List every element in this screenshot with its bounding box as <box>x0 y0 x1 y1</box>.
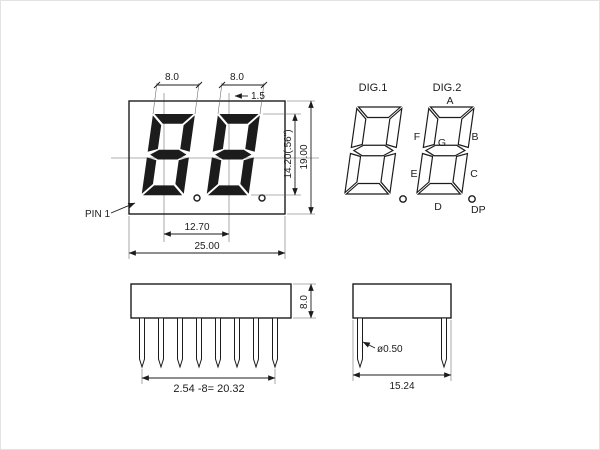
segment-e-label: E <box>410 168 417 180</box>
pin <box>253 317 259 368</box>
pin <box>215 317 221 368</box>
dig1-label: DIG.1 <box>359 82 388 94</box>
segment-c-label: C <box>470 168 478 180</box>
side-view-dimensions: 8.0 2.54 -8= 20.32 <box>141 283 316 395</box>
dim-digit-height: 14.20(.56") <box>283 129 294 178</box>
dim-body-height: 19.00 <box>299 144 310 169</box>
digit-1 <box>141 114 195 196</box>
dig2-dp-circle <box>468 195 476 203</box>
pin <box>158 317 164 368</box>
pin <box>139 317 145 368</box>
display-body <box>128 100 286 215</box>
dim-seg-width-right: 8.0 <box>230 72 244 83</box>
pin <box>357 317 363 368</box>
front-view: 8.0 8.0 1.5 14.20(.56") 19.00 12.70 25.0… <box>85 72 319 259</box>
pin <box>272 317 278 368</box>
dim-body-width: 25.00 <box>194 241 219 252</box>
end-view-body <box>352 283 452 319</box>
segment-dp-label: DP <box>471 204 486 216</box>
front-view-dimensions: 8.0 8.0 1.5 14.20(.56") 19.00 12.70 25.0… <box>85 72 315 259</box>
side-view-body <box>130 283 292 319</box>
segment-g-label: G <box>438 137 446 149</box>
dig2-segments <box>416 106 475 195</box>
dim-gap: 1.5 <box>251 91 265 102</box>
side-view: 8.0 2.54 -8= 20.32 <box>130 283 316 395</box>
dim-seg-width-left: 8.0 <box>165 72 179 83</box>
dim-end-width: 15.24 <box>389 381 414 392</box>
dim-digit-pitch: 12.70 <box>184 222 209 233</box>
end-view-pins <box>357 317 447 368</box>
pin <box>196 317 202 368</box>
segment-b-label: B <box>471 131 478 143</box>
decimal-point-2 <box>258 194 266 202</box>
pin <box>234 317 240 368</box>
segment-f-label: F <box>414 131 420 143</box>
segment-a-label: A <box>446 95 453 107</box>
dim-side-height: 8.0 <box>299 295 310 309</box>
side-view-pins <box>139 317 278 368</box>
decimal-point-1 <box>193 194 201 202</box>
digit-2 <box>206 114 260 196</box>
pin <box>441 317 447 368</box>
end-view: ø0.50 15.24 <box>352 283 452 392</box>
segment-letters: A F B G E C D DP <box>410 95 485 216</box>
segment-diagram: DIG.1 DIG.2 A F B G E C D DP <box>344 82 486 216</box>
dim-pin-diameter: ø0.50 <box>377 344 403 355</box>
pin <box>177 317 183 368</box>
segment-d-label: D <box>434 201 442 213</box>
dig1-segments <box>344 106 403 195</box>
end-view-dimensions: ø0.50 15.24 <box>352 320 452 392</box>
dig1-dp-circle <box>399 195 407 203</box>
dig2-label: DIG.2 <box>433 82 462 94</box>
pin1-label: PIN 1 <box>85 209 110 220</box>
dim-pin-pitch: 2.54 -8= 20.32 <box>173 383 244 395</box>
